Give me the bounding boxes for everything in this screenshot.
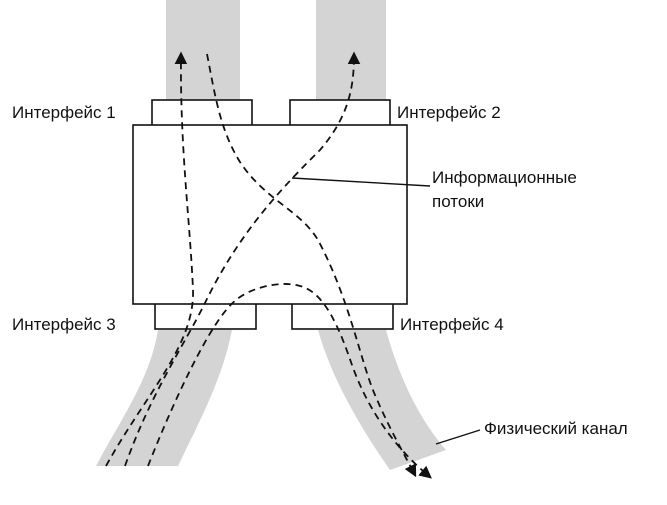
channel-interface-3 bbox=[96, 330, 232, 466]
channel-interface-4 bbox=[318, 330, 446, 470]
information-flows bbox=[105, 51, 432, 479]
interface-4-label: Интерфейс 4 bbox=[400, 315, 504, 334]
interface-2-label: Интерфейс 2 bbox=[397, 103, 501, 122]
physical-channel-leader-line bbox=[435, 429, 481, 445]
info-flows-label-line1: Информационные bbox=[432, 168, 577, 187]
flow-interface-1-to-interface-4 bbox=[206, 53, 417, 478]
flow-interface-3-to-interface-1 bbox=[105, 51, 194, 467]
device-body bbox=[132, 124, 408, 305]
flow-interface-3-to-interface-4 bbox=[147, 283, 432, 479]
flow-interface-3-to-interface-2 bbox=[124, 51, 361, 467]
physical-channel-label: Физический канал bbox=[484, 419, 628, 438]
interface-1-label: Интерфейс 1 bbox=[12, 103, 116, 122]
channel-interface-2 bbox=[316, 0, 386, 100]
info-flows-label-line2: потоки bbox=[432, 192, 484, 211]
info-flows-leader-line bbox=[291, 177, 431, 187]
physical-channels bbox=[96, 0, 446, 470]
interface-1-block bbox=[151, 99, 253, 127]
interface-3-label: Интерфейс 3 bbox=[12, 315, 116, 334]
interface-4-block bbox=[291, 302, 394, 330]
channel-interface-1 bbox=[166, 0, 240, 100]
interface-3-block bbox=[154, 302, 257, 330]
